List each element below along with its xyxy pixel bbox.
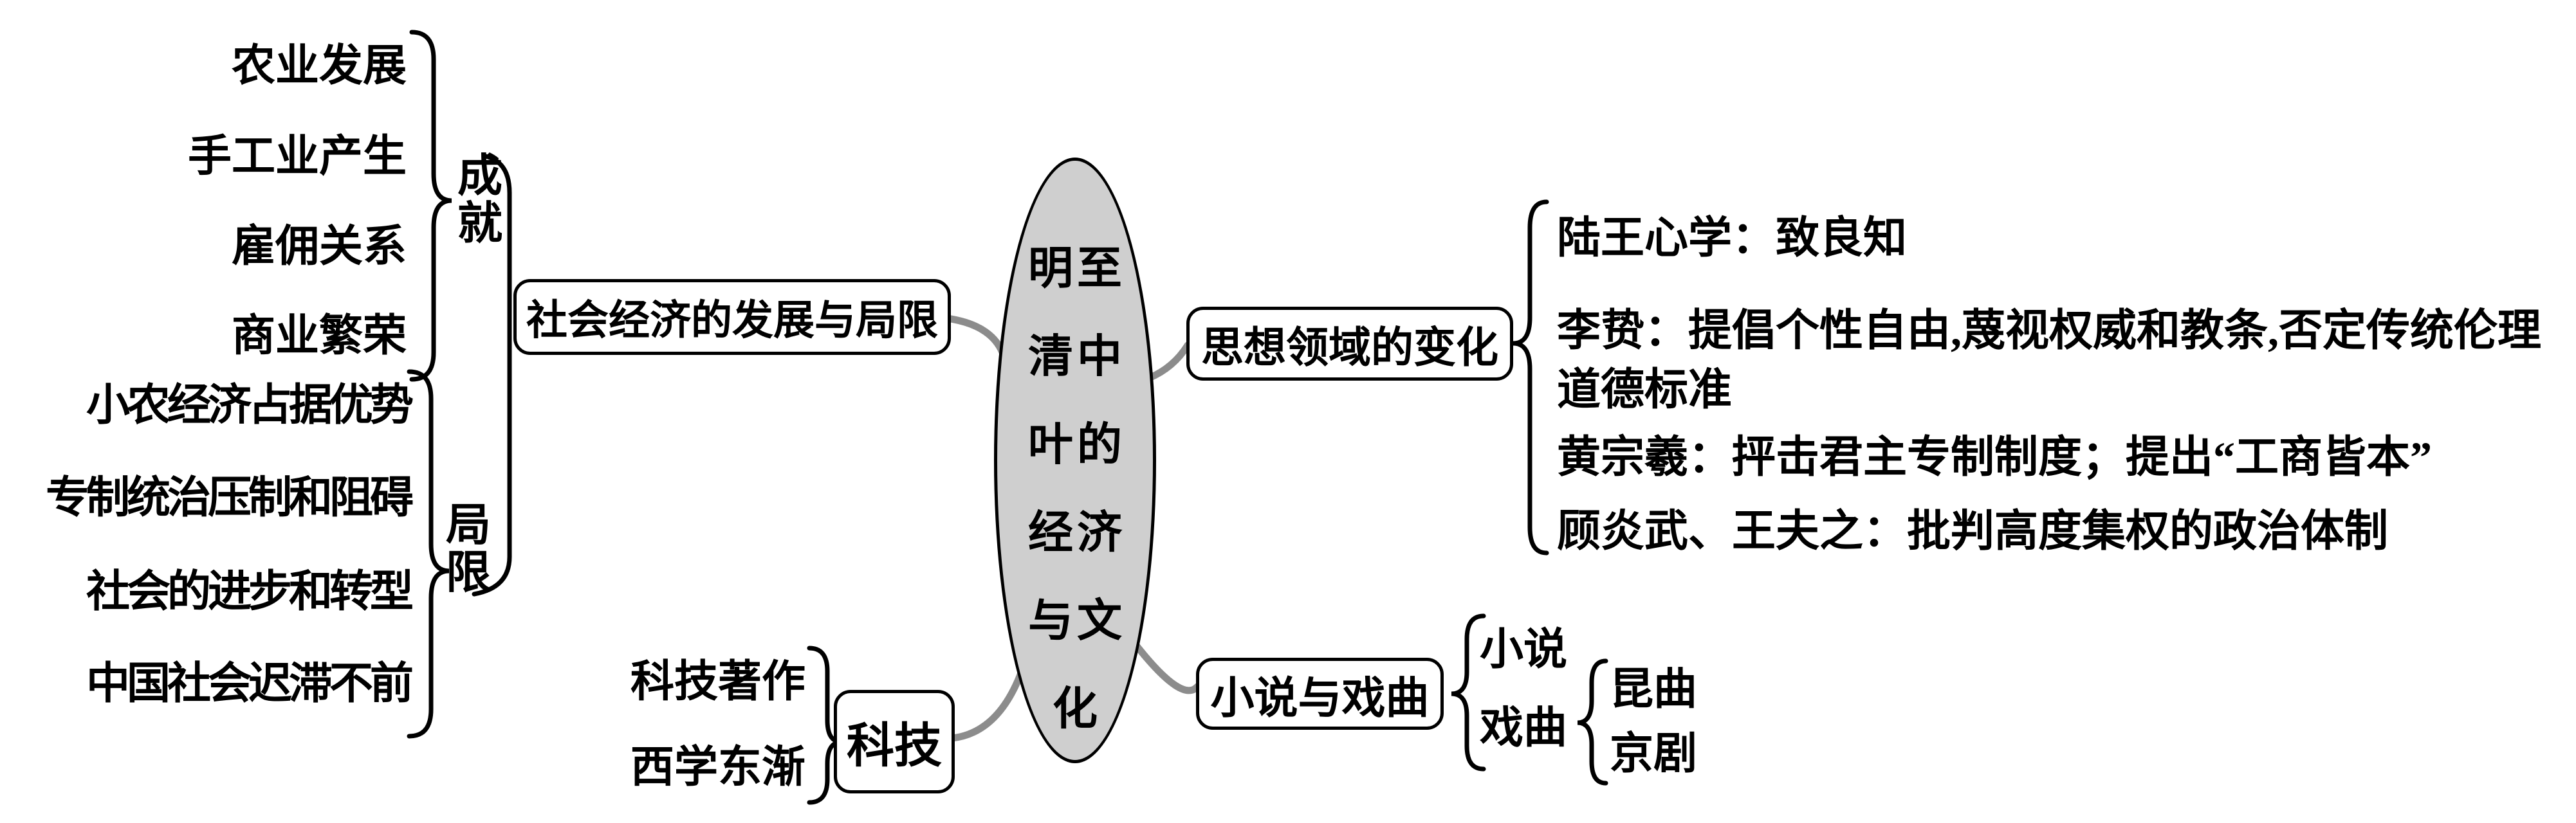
central-topic-text: 与文 (1028, 597, 1126, 646)
technology-item: 科技著作 (630, 657, 805, 706)
bracket-economy-group (472, 154, 512, 597)
central-topic-text: 经济 (1028, 509, 1126, 558)
thought-topic-label: 思想领域的变化 (1201, 324, 1498, 372)
brace-fiction-items (1451, 613, 1486, 772)
technology-item: 西学东渐 (630, 743, 805, 791)
brace-opera-types (1577, 658, 1608, 786)
limitation-item: 中国社会迟滞不前 (86, 659, 414, 708)
opera-item: 戏曲 (1480, 703, 1568, 752)
technology-topic-label: 科技 (847, 720, 942, 773)
opera-type-item: 昆曲 (1610, 665, 1698, 714)
central-topic-text: 化 (1053, 685, 1101, 734)
connector-center-to-economy (943, 314, 1006, 356)
achievement-item: 手工业产生 (187, 132, 407, 181)
central-topic-text: 叶的 (1028, 421, 1126, 470)
thought-item-continuation: 道德标准 (1557, 365, 1733, 414)
central-topic-ellipse: 明至 清中 叶的 经济 与文 化 (994, 158, 1156, 763)
economy-topic-box: 社会经济的发展与局限 (513, 279, 951, 355)
achievements-group-label: 成就 (457, 152, 502, 249)
fiction-opera-topic-box: 小说与戏曲 (1196, 658, 1444, 730)
thought-item: 顾炎武、王夫之：批判高度集权的政治体制 (1557, 507, 2389, 556)
technology-topic-box: 科技 (834, 690, 955, 793)
fiction-item: 小说 (1480, 625, 1568, 674)
thought-topic-box: 思想领域的变化 (1186, 307, 1513, 381)
limitation-item: 社会的进步和转型 (86, 567, 414, 616)
brace-limitations (407, 369, 450, 739)
limitation-item: 小农经济占据优势 (86, 381, 414, 430)
connector-center-to-technology (948, 667, 1026, 742)
achievement-item: 农业发展 (231, 41, 407, 90)
fiction-opera-topic-label: 小说与戏曲 (1210, 673, 1430, 723)
thought-item: 陆王心学：致良知 (1557, 213, 1908, 262)
connector-center-to-thought (1145, 341, 1191, 382)
limitations-group-label: 局限 (446, 501, 491, 599)
central-topic-text: 清中 (1028, 332, 1126, 382)
limitation-item: 专制统治压制和阻碍 (45, 473, 414, 522)
thought-item: 黄宗羲：抨击君主专制制度；提出“工商皆本” (1557, 433, 2433, 482)
economy-topic-label: 社会经济的发展与局限 (526, 298, 938, 343)
opera-type-item: 京剧 (1610, 729, 1698, 778)
achievement-item: 雇佣关系 (231, 222, 407, 271)
brace-achievements (409, 30, 452, 382)
brace-thought-items (1513, 199, 1549, 556)
central-topic-text: 明至 (1028, 244, 1126, 294)
connector-center-to-fiction (1134, 643, 1201, 694)
thought-item: 李贽：提倡个性自由,蔑视权威和教条,否定传统伦理 (1557, 306, 2542, 355)
achievement-item: 商业繁荣 (231, 311, 407, 360)
